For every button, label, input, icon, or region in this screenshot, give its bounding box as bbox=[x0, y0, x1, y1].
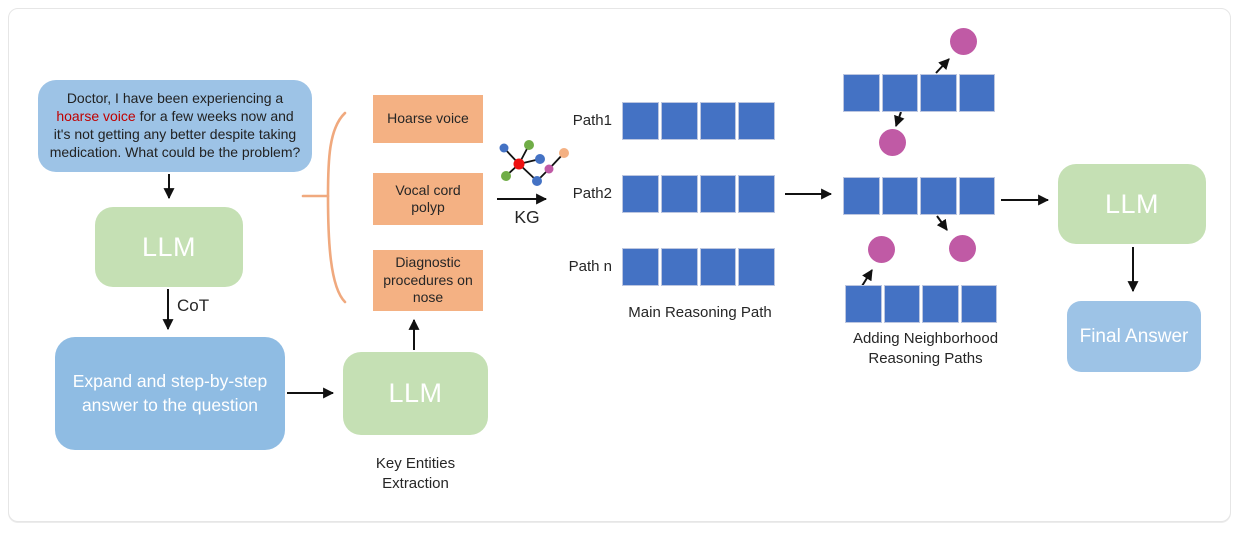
neighbor-node bbox=[868, 236, 895, 263]
entity-vocal-cord-polyp: Vocal cord polyp bbox=[373, 173, 483, 225]
main-path-row-2 bbox=[622, 175, 775, 213]
neighborhood-row-1 bbox=[843, 74, 995, 112]
path-cell bbox=[845, 285, 882, 323]
path1-label: Path1 bbox=[572, 112, 612, 129]
patient-question-text: Doctor, I have been experiencing a hoars… bbox=[48, 90, 302, 162]
patient-question-bubble: Doctor, I have been experiencing a hoars… bbox=[38, 80, 312, 172]
expand-answer-label: Expand and step-by-step answer to the qu… bbox=[72, 370, 268, 415]
llm1-label: LLM bbox=[141, 231, 197, 262]
path-cell bbox=[738, 102, 775, 140]
path-cell bbox=[699, 175, 737, 213]
path-cell bbox=[843, 177, 880, 215]
llm2-box: LLM bbox=[343, 352, 488, 435]
expand-answer-box: Expand and step-by-step answer to the qu… bbox=[55, 337, 285, 450]
path-cell bbox=[738, 175, 775, 213]
neighborhood-caption: Adding Neighborhood Reasoning Paths bbox=[852, 330, 999, 367]
path-cell bbox=[699, 102, 737, 140]
path-cell bbox=[958, 177, 995, 215]
llm2-label: LLM bbox=[388, 378, 443, 408]
entity-label: Vocal cord polyp bbox=[395, 181, 461, 216]
path-cell bbox=[660, 248, 698, 286]
neighbor-node bbox=[950, 28, 977, 55]
neighbor-node bbox=[879, 129, 906, 156]
question-text-pre: Doctor, I have been experiencing a bbox=[66, 90, 284, 107]
path-cell bbox=[881, 74, 918, 112]
question-text-post: for a few weeks now and it's not getting… bbox=[49, 108, 301, 160]
pathn-label: Path n bbox=[568, 258, 612, 275]
cot-label: CoT bbox=[177, 296, 210, 315]
path-cell bbox=[738, 248, 775, 286]
neighborhood-row-3 bbox=[845, 285, 997, 323]
main-path-row-1 bbox=[622, 102, 775, 140]
neighborhood-row-2 bbox=[843, 177, 995, 215]
path-cell bbox=[699, 248, 737, 286]
final-answer-label: Final Answer bbox=[1079, 325, 1189, 347]
path-cell bbox=[622, 248, 659, 286]
entity-hoarse-voice: Hoarse voice bbox=[373, 95, 483, 143]
path-cell bbox=[622, 102, 659, 140]
llm1-box: LLM bbox=[95, 207, 243, 287]
llm3-box: LLM bbox=[1058, 164, 1206, 244]
question-text-highlight: hoarse voice bbox=[56, 108, 136, 125]
main-reasoning-caption: Main Reasoning Path bbox=[628, 304, 772, 321]
path-cell bbox=[881, 177, 918, 215]
main-path-row-3 bbox=[622, 248, 775, 286]
key-entities-caption: Key Entities Extraction bbox=[375, 455, 456, 492]
path-cell bbox=[622, 175, 659, 213]
path-cell bbox=[660, 102, 698, 140]
entity-diagnostic-procedures: Diagnostic procedures on nose bbox=[373, 250, 483, 311]
entity-label: Hoarse voice bbox=[387, 110, 469, 127]
neighbor-node bbox=[949, 235, 976, 262]
path-cell bbox=[883, 285, 920, 323]
llm3-label: LLM bbox=[1104, 188, 1160, 219]
path-cell bbox=[660, 175, 698, 213]
path-cell bbox=[958, 74, 995, 112]
path2-label: Path2 bbox=[572, 185, 612, 202]
path-cell bbox=[920, 177, 957, 215]
final-answer-box: Final Answer bbox=[1067, 301, 1201, 372]
path-cell bbox=[960, 285, 997, 323]
path-cell bbox=[843, 74, 880, 112]
path-cell bbox=[922, 285, 959, 323]
entity-label: Diagnostic procedures on nose bbox=[383, 254, 473, 306]
kg-label: KG bbox=[514, 207, 540, 227]
path-cell bbox=[920, 74, 957, 112]
